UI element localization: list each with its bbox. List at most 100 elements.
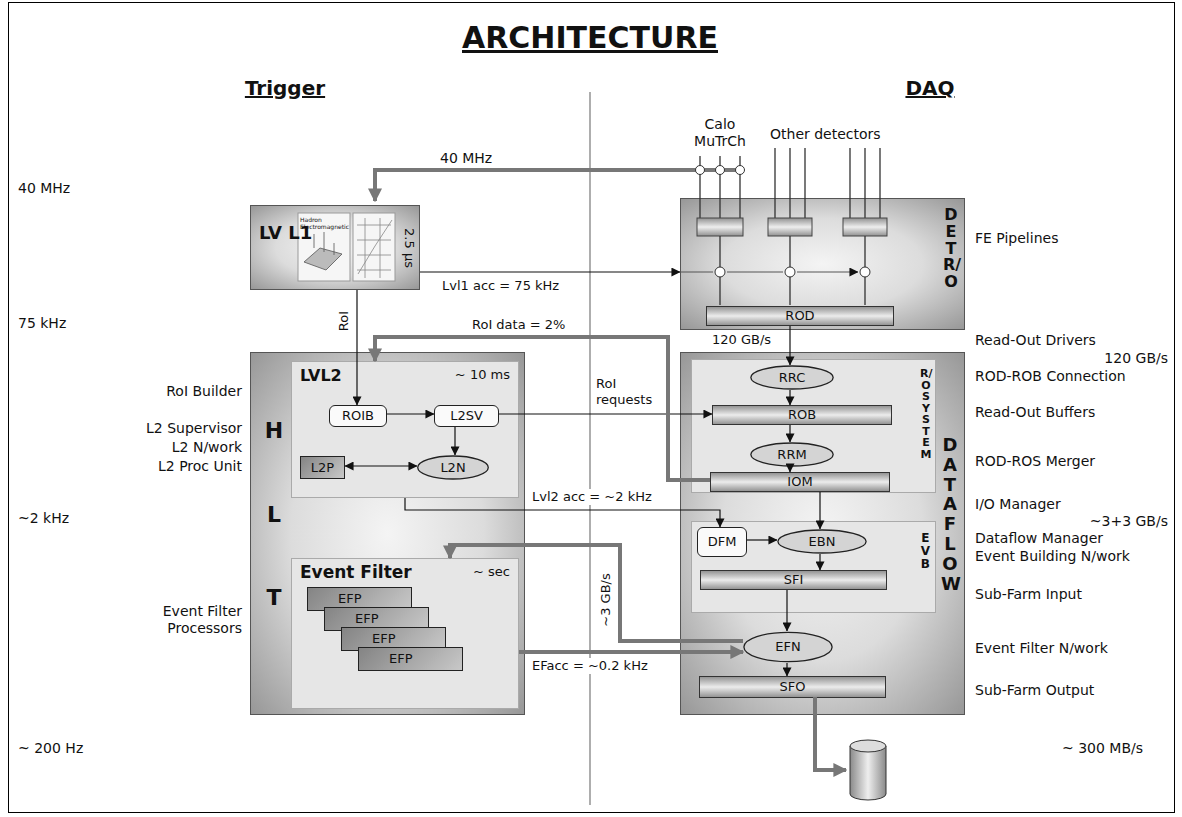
node-text: EBN bbox=[809, 534, 836, 550]
node-text: RRM bbox=[777, 447, 806, 463]
pipeline-readout-wires bbox=[720, 236, 865, 305]
text-holder: R/O SYSTEM bbox=[920, 368, 932, 460]
text-label: L2 Supervisor bbox=[110, 420, 242, 437]
text-holder: RRM bbox=[750, 442, 834, 467]
connector-label: Lvl2 acc = ~2 kHz bbox=[530, 489, 654, 505]
connector bbox=[356, 290, 357, 405]
level1-trigger-box: LV L12.5 μs bbox=[250, 205, 420, 290]
text-holder: EFP bbox=[389, 651, 413, 667]
muon-picture bbox=[353, 213, 395, 281]
efn-ellipse: EFN bbox=[743, 631, 833, 663]
storage-line bbox=[815, 697, 846, 770]
ellipse-shape bbox=[751, 443, 833, 466]
text-holder: 2.5 μs bbox=[401, 228, 417, 268]
node-text: EFP bbox=[355, 611, 379, 626]
readout-switch bbox=[860, 267, 870, 277]
text-label: ~3+3 GB/s bbox=[1060, 513, 1168, 530]
text-label: Event Filter N/work bbox=[975, 640, 1170, 657]
storage-cylinder-top bbox=[850, 740, 886, 752]
connector bbox=[786, 663, 787, 676]
page-frame bbox=[9, 3, 1175, 813]
text-label: 40 MHz bbox=[440, 150, 520, 167]
text-holder: LVL2 bbox=[300, 366, 342, 385]
junction-dot bbox=[696, 166, 705, 175]
ellipse-shape bbox=[751, 366, 833, 389]
roib-box: ROIB bbox=[329, 405, 387, 427]
connector bbox=[789, 425, 790, 442]
fe-pipeline bbox=[843, 218, 887, 236]
readout-switch bbox=[785, 267, 795, 277]
text-holder: ~ 10 ms bbox=[455, 367, 510, 383]
text-label: Hadron Electromagnetic bbox=[300, 216, 348, 230]
text-label: Sub-Farm Input bbox=[975, 586, 1170, 603]
calorimeter-picture bbox=[298, 213, 350, 281]
text-holder: ROD bbox=[707, 307, 893, 325]
storage-cylinder bbox=[850, 746, 886, 800]
text-label: ~ 200 Hz bbox=[18, 740, 118, 757]
connector bbox=[819, 554, 820, 570]
connector bbox=[420, 271, 680, 272]
node-text: Event Filter bbox=[300, 562, 412, 582]
text-label: 75 kHz bbox=[18, 315, 108, 332]
node-text: L2P bbox=[311, 460, 334, 476]
node-text: ROB bbox=[788, 407, 816, 423]
connector bbox=[819, 492, 820, 529]
connector bbox=[519, 650, 743, 654]
connector-label: 120 GB/s bbox=[710, 332, 773, 348]
text-label: L2 Proc Unit bbox=[110, 458, 242, 475]
connector bbox=[499, 413, 712, 414]
text-label: L2 N/work bbox=[110, 439, 242, 456]
node-text: DFM bbox=[708, 534, 737, 550]
node-text: EFP bbox=[372, 631, 396, 646]
rob-bar: ROB bbox=[712, 405, 892, 425]
connector bbox=[387, 413, 434, 414]
node-text: L2N bbox=[440, 460, 465, 476]
node-text: EFN bbox=[775, 639, 800, 655]
connector bbox=[450, 545, 743, 641]
connector bbox=[454, 427, 455, 455]
fe-pipeline bbox=[697, 218, 743, 236]
rrm-ellipse: RRM bbox=[750, 442, 834, 467]
connector-label: ~3 GB/s bbox=[598, 571, 614, 628]
rrc-ellipse: RRC bbox=[750, 365, 834, 390]
text-label: Event Filter Processors bbox=[128, 603, 242, 637]
text-holder: DET R/O bbox=[943, 207, 959, 291]
connector-label: RoI bbox=[336, 309, 352, 333]
text-holder: DATAFLOW bbox=[941, 435, 959, 593]
node-text: L2SV bbox=[450, 408, 483, 424]
efp-box: EFP bbox=[358, 647, 463, 671]
dfm-box: DFM bbox=[697, 527, 747, 557]
text-label: ~ 300 MB/s bbox=[1062, 740, 1172, 757]
connector bbox=[789, 326, 790, 365]
detector-wires bbox=[700, 148, 880, 218]
text-label: 40 MHz bbox=[18, 180, 108, 197]
lvl2-box: LVL2 ~ 10 ms ROIB L2SV L2P L2N bbox=[291, 361, 519, 498]
text-holder: L2N bbox=[417, 455, 489, 480]
iom-bar: IOM bbox=[710, 472, 890, 492]
junction-dot bbox=[716, 166, 725, 175]
connector bbox=[345, 465, 417, 466]
text-label: Calo MuTrCh bbox=[683, 116, 757, 150]
evb-box: EVBDFMEBNSFI bbox=[691, 521, 936, 613]
node-text: DATAFLOW bbox=[941, 434, 961, 594]
readout-system-box: R/O SYSTEM RRC ROB RRM IOM bbox=[691, 359, 936, 493]
connector bbox=[747, 539, 777, 540]
rod-bar: ROD bbox=[706, 306, 894, 326]
dataflow-box: DATAFLOWR/O SYSTEMRRCROBRRMIOMEVBDFMEBNS… bbox=[680, 352, 965, 715]
hlt-box: H L TLVL2~ 10 msROIBL2SVL2PL2NEvent Filt… bbox=[250, 352, 525, 715]
l2n-ellipse: L2N bbox=[417, 455, 489, 480]
text-holder: EVB bbox=[919, 532, 932, 572]
calorimeter-tower-sketch bbox=[304, 232, 342, 270]
connector-label: Lvl1 acc = 75 kHz bbox=[440, 278, 561, 294]
text-label: ROD-ROS Merger bbox=[975, 453, 1170, 470]
connector bbox=[789, 467, 790, 472]
fe-pipeline bbox=[768, 218, 812, 236]
event-filter-box: Event Filter~ secEFPEFPEFPEFP bbox=[291, 558, 519, 709]
text-label: Trigger bbox=[235, 76, 335, 100]
connector bbox=[789, 390, 790, 405]
ebn-ellipse: EBN bbox=[777, 529, 867, 554]
node-text: EFP bbox=[338, 591, 362, 606]
bunch-clock-line bbox=[375, 170, 740, 201]
l2p-box: L2P bbox=[300, 456, 345, 479]
